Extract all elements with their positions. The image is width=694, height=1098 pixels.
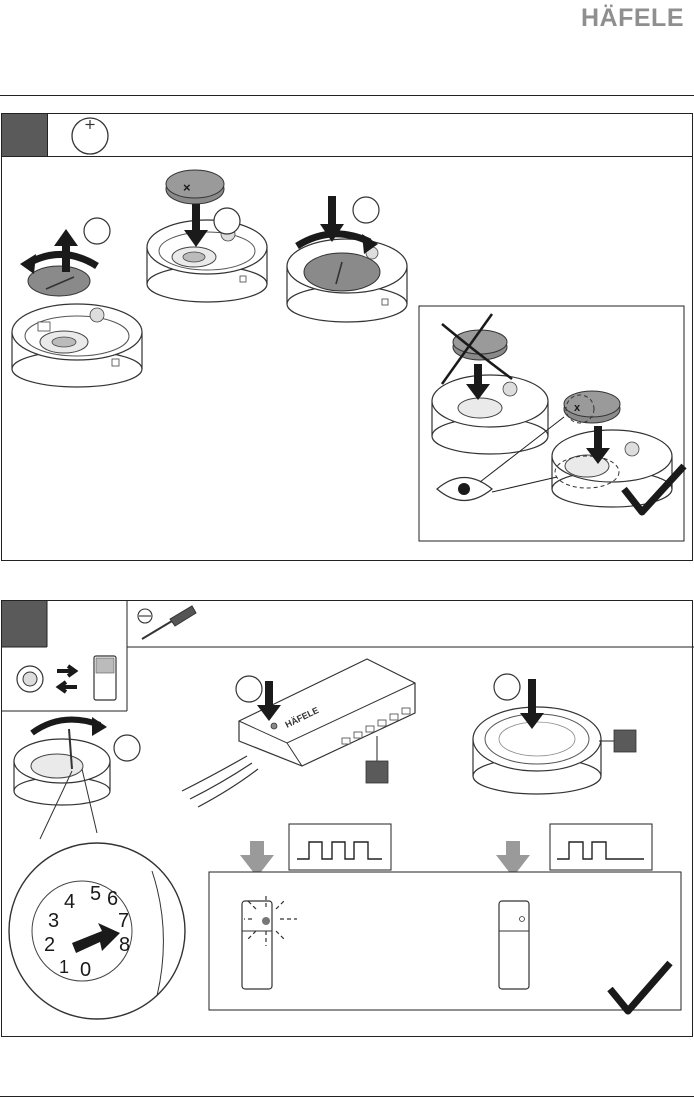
- inset-orientation-box: x: [419, 306, 684, 541]
- device-dial: [14, 717, 140, 839]
- round-light: [473, 674, 636, 794]
- svg-text:x: x: [574, 402, 581, 414]
- svg-text:2: 2: [44, 934, 55, 956]
- svg-text:1: 1: [59, 957, 69, 977]
- svg-text:4: 4: [64, 891, 75, 913]
- channel-illustration: 5 6 7 8 0 1 2 3 4 HÄFELE: [2, 601, 694, 1038]
- step-panel-battery: ×: [1, 113, 693, 561]
- device-insert-battery: ×: [147, 170, 267, 302]
- device-close-lid: [287, 196, 407, 322]
- signal-fast-box: [289, 824, 391, 870]
- hafele-logo: HÄFELE: [581, 4, 684, 33]
- signal-slow-box: [550, 824, 652, 870]
- svg-text:7: 7: [118, 910, 129, 932]
- screwdriver-icon: [138, 606, 196, 639]
- svg-text:5: 5: [90, 883, 101, 905]
- device-open-lid: [12, 218, 142, 387]
- battery-icon: [72, 118, 108, 154]
- svg-text:6: 6: [107, 888, 118, 910]
- step-panel-channel: 5 6 7 8 0 1 2 3 4 HÄFELE: [1, 600, 693, 1037]
- result-box: [209, 872, 681, 1011]
- svg-text:3: 3: [48, 910, 59, 932]
- receiver-box: HÄFELE: [182, 659, 415, 807]
- svg-text:8: 8: [119, 934, 130, 956]
- dial-zoom: 5 6 7 8 0 1 2 3 4: [9, 843, 185, 1019]
- pair-icon: [17, 656, 116, 700]
- svg-text:×: ×: [183, 180, 191, 195]
- header-rule: [0, 95, 694, 96]
- svg-text:0: 0: [80, 959, 91, 981]
- footer-rule: [0, 1096, 694, 1097]
- battery-illustration: ×: [2, 114, 694, 562]
